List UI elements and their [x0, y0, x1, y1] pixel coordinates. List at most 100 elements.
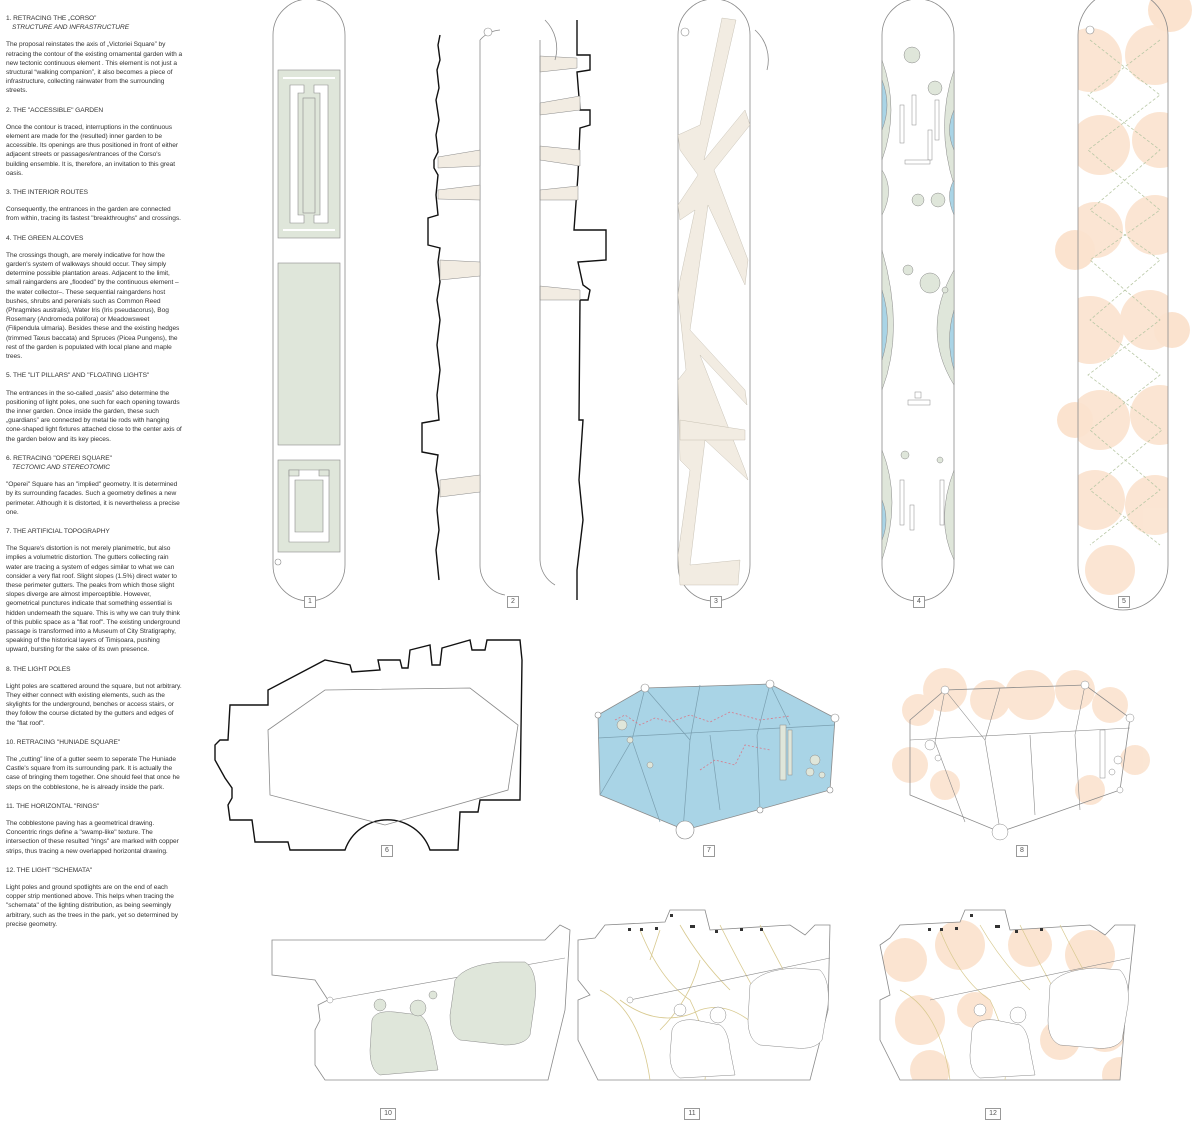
- section-body: The proposal reinstates the axis of „Vic…: [6, 41, 183, 95]
- section-body: Once the contour is traced, interruption…: [6, 123, 179, 177]
- panel-5-tie-rods: [1087, 39, 1163, 546]
- section-heading: 3. THE INTERIOR ROUTES: [6, 188, 184, 197]
- panel-6-operei-square: [214, 639, 523, 851]
- panel-5-outline: [1077, 0, 1169, 611]
- text-section: 6. RETRACING "OPEREI SQUARE"TECTONIC AND…: [6, 454, 184, 517]
- text-section: 10. RETRACING "HUNIADE SQUARE" The „cutti…: [6, 738, 184, 792]
- section-heading-text: 2. THE "ACCESSIBLE" GARDEN: [6, 106, 104, 114]
- panel-label-3: 3: [710, 596, 722, 608]
- panel-11-copper-strips: [599, 924, 801, 1081]
- section-heading: 4. THE GREEN ALCOVES: [6, 234, 184, 243]
- text-section: 8. THE LIGHT POLES Light poles are scatte…: [6, 665, 184, 728]
- text-column: 1. RETRACING THE „CORSO” STRUCTURE AND IN…: [6, 14, 184, 939]
- panel-4-green-alcoves: [881, 0, 955, 602]
- panel-7-square: [597, 683, 836, 831]
- panel-7-light-poles: [594, 679, 840, 840]
- panel-3-outline: [677, 0, 751, 602]
- panel-8-light-poles: [892, 668, 1150, 841]
- panel-label-4: 4: [913, 596, 925, 608]
- panel-1-lower-hedge: [277, 459, 341, 553]
- section-subheading: TECTONIC AND STEREOTOMIC: [12, 463, 110, 471]
- panel-label-7: 7: [703, 845, 715, 857]
- section-heading-text: 8. THE LIGHT POLES: [6, 665, 71, 673]
- text-section: 4. THE GREEN ALCOVES The crossings though…: [6, 234, 184, 362]
- panel-label-1: 1: [304, 596, 316, 608]
- section-heading-text: 6. RETRACING "OPEREI SQUARE": [6, 454, 112, 462]
- panel-10-huniade-square: [271, 924, 571, 1081]
- section-heading-text: 4. THE GREEN ALCOVES: [6, 234, 84, 242]
- panel-8-square: [909, 684, 1131, 833]
- panel-4-raingardens: [881, 46, 955, 561]
- section-heading: 1. RETRACING THE „CORSO” STRUCTURE AND IN…: [6, 14, 184, 32]
- panel-label-2: 2: [507, 596, 519, 608]
- section-heading: 8. THE LIGHT POLES: [6, 665, 184, 674]
- text-section: 11. THE HORIZONTAL "RINGS" The cobbleston…: [6, 802, 184, 856]
- section-heading: 7. THE ARTIFICIAL TOPOGRAPHY: [6, 527, 184, 536]
- text-section: 1. RETRACING THE „CORSO” STRUCTURE AND IN…: [6, 14, 184, 96]
- panel-12-outline: [879, 909, 1136, 1081]
- panel-1-central-lawn: [277, 262, 341, 446]
- section-heading-text: 5. THE "LIT PILLARS" AND "FLOATING LIGHT…: [6, 372, 150, 380]
- section-heading: 2. THE "ACCESSIBLE" GARDEN: [6, 106, 184, 115]
- panel-1-corso-structure: [272, 0, 346, 602]
- panel-4-outline: [881, 0, 955, 602]
- panel-7-artificial-topography: [594, 679, 840, 840]
- panel-12-copper-strips: [899, 924, 1101, 1081]
- section-heading-text: 1. RETRACING THE „CORSO”: [6, 15, 97, 22]
- section-body: The entrances in the so-called „oasis” a…: [6, 389, 182, 443]
- panel-label-10: 10: [380, 1108, 396, 1120]
- section-body: The Square's distortion is not merely pl…: [6, 545, 181, 654]
- panel-11-horizontal-rings: [577, 909, 831, 1081]
- panel-7-skylights: [616, 719, 826, 781]
- section-body: Light poles and ground spotlights are on…: [6, 884, 178, 928]
- panel-3-interior-routes: [677, 0, 769, 602]
- section-heading: 10. RETRACING "HUNIADE SQUARE": [6, 738, 184, 747]
- panel-3-walkways: [677, 17, 751, 586]
- panel-1-upper-hedge: [277, 69, 341, 239]
- text-section: 12. THE LIGHT "SCHEMATA" Light poles and …: [6, 866, 184, 929]
- panel-8-gutters: [909, 684, 1131, 831]
- panel-label-11: 11: [684, 1108, 700, 1120]
- panel-1-outline: [272, 0, 346, 602]
- panel-6-facades: [214, 639, 523, 851]
- panel-2-right-openings: [539, 55, 581, 301]
- section-heading-text: 7. THE ARTIFICIAL TOPOGRAPHY: [6, 527, 110, 535]
- section-heading-text: 3. THE INTERIOR ROUTES: [6, 189, 88, 197]
- section-heading: 12. THE LIGHT "SCHEMATA": [6, 866, 184, 875]
- panel-2-right-inner: [539, 40, 556, 586]
- panel-10-lawns: [369, 961, 536, 1076]
- panel-11-outline: [577, 909, 831, 1081]
- section-body: "Operei" Square has an "implied" geometr…: [6, 481, 180, 516]
- section-body: The „cutting” line of a gutter seem to s…: [6, 756, 180, 791]
- panel-label-6: 6: [381, 845, 393, 857]
- section-subheading: STRUCTURE AND INFRASTRUCTURE: [12, 24, 130, 32]
- panel-12-light-schemata: [879, 909, 1136, 1081]
- section-heading: 5. THE "LIT PILLARS" AND "FLOATING LIGHT…: [6, 371, 184, 380]
- section-body: The cobblestone paving has a geometrical…: [6, 820, 179, 855]
- panel-11-gutter: [629, 957, 831, 1001]
- panel-4-hedges: [899, 94, 945, 531]
- section-body: The crossings though, are merely indicat…: [6, 251, 180, 361]
- panel-2-inner-line: [479, 29, 506, 596]
- section-heading-text: 12. THE LIGHT "SCHEMATA": [6, 866, 93, 874]
- panel-10-outline: [271, 924, 571, 1081]
- panel-2-openings: [437, 149, 481, 498]
- panel-label-8: 8: [1016, 845, 1028, 857]
- section-heading-text: 11. THE HORIZONTAL "RINGS": [6, 802, 100, 810]
- panel-2-accessible-garden: [421, 19, 607, 600]
- panel-7-route: [614, 711, 791, 771]
- panel-2-facade-line: [421, 34, 441, 581]
- panel-5-light-pillars: [1055, 0, 1192, 611]
- text-section: 2. THE "ACCESSIBLE" GARDEN Once the conto…: [6, 106, 184, 178]
- panel-label-5: 5: [1118, 596, 1130, 608]
- section-heading: 6. RETRACING "OPEREI SQUARE"TECTONIC AND…: [6, 454, 184, 472]
- panel-2-right-facade: [573, 20, 607, 600]
- panel-label-12: 12: [985, 1108, 1001, 1120]
- section-body: Light poles are scattered around the squ…: [6, 682, 182, 727]
- text-section: 7. THE ARTIFICIAL TOPOGRAPHY The Square's…: [6, 527, 184, 655]
- panel-6-perimeter: [267, 687, 519, 826]
- section-heading: 11. THE HORIZONTAL "RINGS": [6, 802, 184, 811]
- section-heading-text: 10. RETRACING "HUNIADE SQUARE": [6, 738, 121, 746]
